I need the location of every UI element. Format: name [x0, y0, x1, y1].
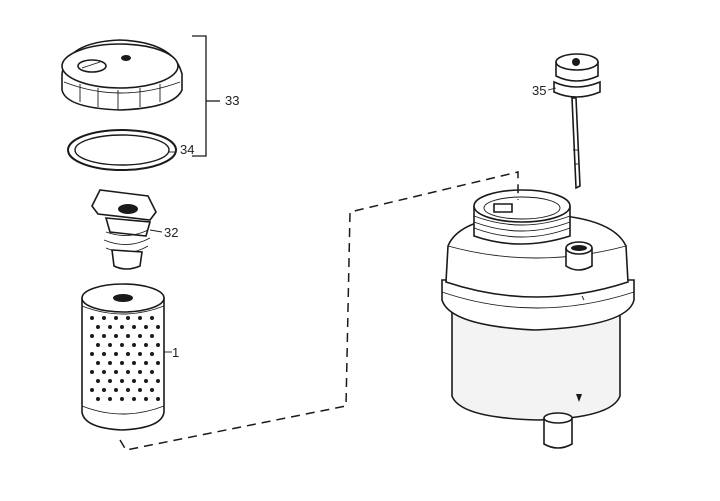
- sealing-ring: [67, 129, 177, 171]
- spring-valve: [91, 189, 163, 270]
- callout-32: 32: [164, 225, 179, 240]
- callout-1: 1: [172, 345, 180, 360]
- reservoir-cap: [61, 39, 183, 111]
- callout-33: 33: [225, 93, 240, 108]
- filter-perforations: [90, 316, 160, 401]
- callout-35: 35: [532, 83, 547, 98]
- callout-34: 34: [180, 142, 195, 157]
- dipstick: [547, 53, 601, 190]
- assembly-path: [119, 171, 519, 451]
- reservoir: [441, 189, 635, 449]
- filter-element: [81, 283, 172, 431]
- callout-bracket: [168, 35, 220, 157]
